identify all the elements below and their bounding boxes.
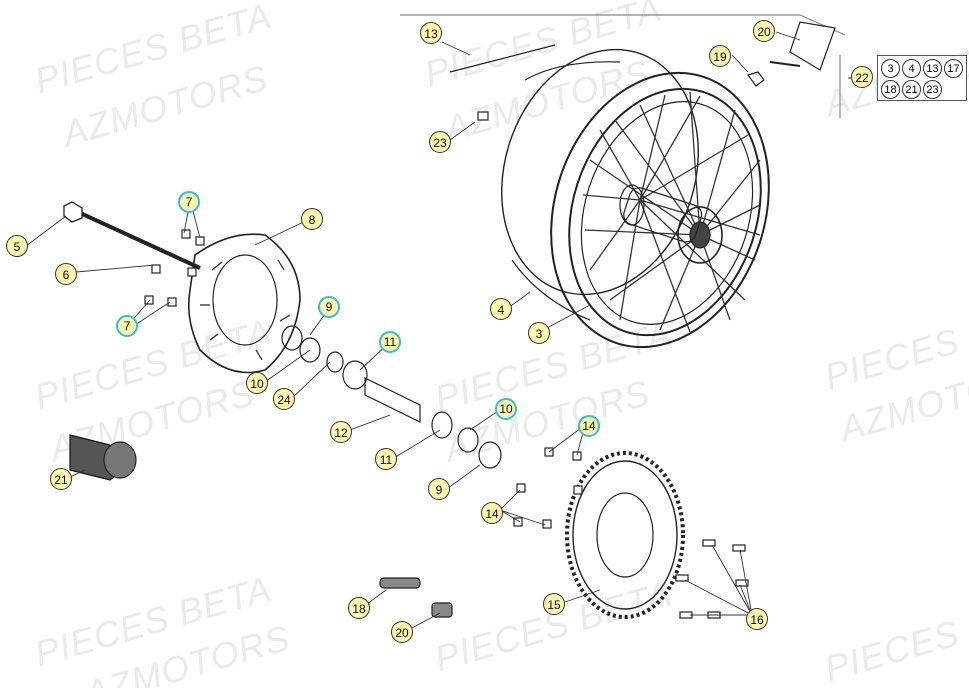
callout-14[interactable]: 14 (481, 502, 503, 524)
callout-20[interactable]: 20 (391, 621, 413, 643)
callout-18[interactable]: 20 (753, 20, 775, 42)
rear-sprocket (565, 451, 685, 619)
kit-item[interactable]: 23 (923, 80, 942, 99)
brake-disc (187, 233, 303, 374)
kit-item[interactable]: 18 (881, 80, 900, 99)
callout-24[interactable]: 24 (273, 388, 295, 410)
rear-tyre (501, 48, 770, 349)
callout-15[interactable]: 15 (543, 593, 565, 615)
sprocket-carrier (69, 434, 137, 481)
callout-11[interactable]: 11 (379, 331, 401, 353)
callout-8[interactable]: 8 (301, 208, 323, 230)
callout-7[interactable]: 7 (116, 315, 138, 337)
leader-lines (25, 31, 870, 629)
callout-19[interactable]: 18 (348, 597, 370, 619)
callout-10[interactable]: 10 (495, 398, 517, 420)
kit-item[interactable]: 13 (923, 59, 942, 78)
spokes (582, 91, 761, 333)
callout-10[interactable]: 10 (246, 372, 268, 394)
sprocket-fasteners (513, 447, 749, 619)
callout-13[interactable]: 13 (420, 22, 442, 44)
callout-9[interactable]: 9 (318, 296, 340, 318)
wheel-hub (619, 184, 723, 264)
kit-item[interactable]: 4 (902, 59, 921, 78)
kit-item[interactable]: 3 (881, 59, 900, 78)
callout-9[interactable]: 9 (428, 478, 450, 500)
rear-rim (568, 87, 762, 337)
callout-17[interactable]: 19 (709, 45, 731, 67)
kit-item[interactable]: 17 (944, 59, 963, 78)
callout-22[interactable]: 22 (851, 66, 873, 88)
callout-6[interactable]: 6 (55, 263, 77, 285)
chain-links (379, 577, 453, 618)
callout-11[interactable]: 11 (375, 448, 397, 470)
valve-parts (449, 21, 836, 121)
kit-item[interactable]: 21 (902, 80, 921, 99)
callout-14[interactable]: 14 (578, 415, 600, 437)
callout-23[interactable]: 23 (429, 131, 451, 153)
disc-bolts (144, 229, 205, 307)
callout-16[interactable]: 16 (746, 608, 768, 630)
callout-12[interactable]: 12 (330, 421, 352, 443)
bearings-and-spacers (299, 337, 502, 469)
callout-3[interactable]: 3 (528, 322, 550, 344)
callout-4[interactable]: 4 (490, 298, 512, 320)
callout-21[interactable]: 21 (50, 468, 72, 490)
callout-5[interactable]: 5 (6, 235, 28, 257)
callout-7[interactable]: 7 (178, 191, 200, 213)
rear-axle (63, 201, 201, 275)
